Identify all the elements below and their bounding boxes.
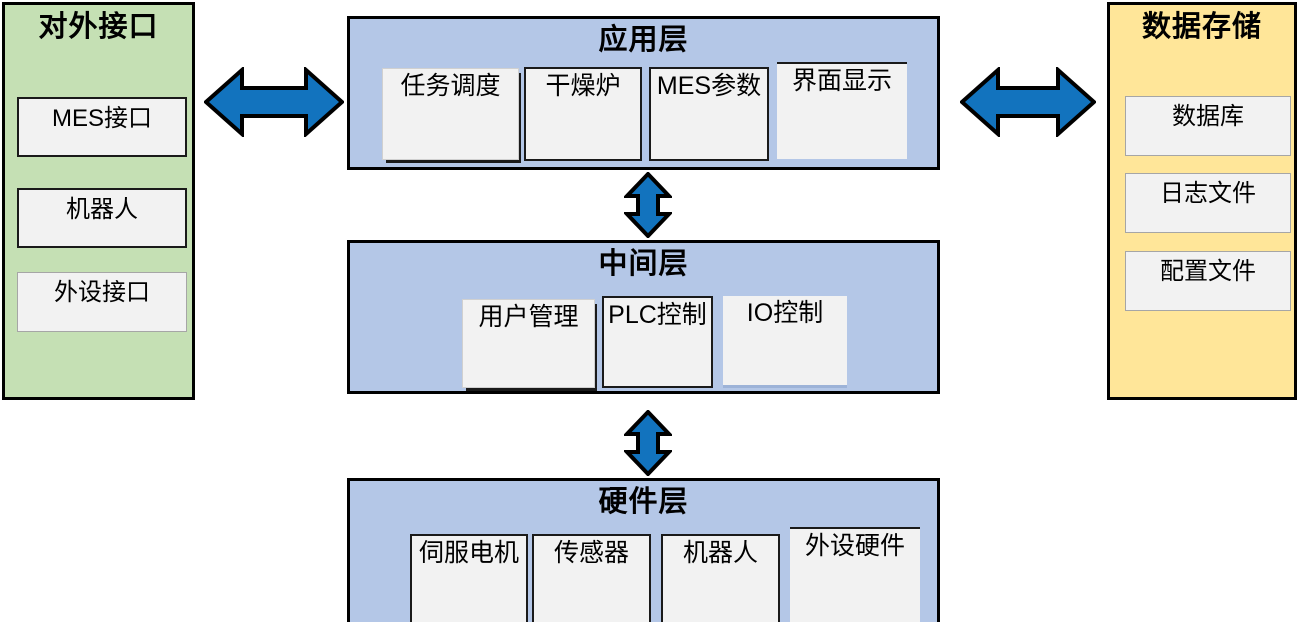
side-item-label: 外设接口	[54, 279, 150, 306]
side-item-config-file[interactable]: 配置文件	[1125, 251, 1291, 311]
side-item-peripheral-interface[interactable]: 外设接口	[17, 272, 187, 332]
arrow-middle-to-hardware	[624, 410, 672, 476]
module-ui-display[interactable]: 界面显示	[777, 64, 907, 159]
hardware-layer-panel: 硬件层 伺服电机 传感器 机器人 外设硬件	[347, 478, 940, 622]
middle-layer-title: 中间层	[598, 248, 689, 280]
data-storage-panel: 数据存储 数据库 日志文件 配置文件	[1107, 2, 1297, 400]
module-robot[interactable]: 机器人	[661, 534, 780, 622]
module-io-control[interactable]: IO控制	[723, 296, 847, 385]
side-item-database[interactable]: 数据库	[1125, 96, 1291, 156]
side-item-label: MES接口	[51, 105, 152, 132]
arrow-application-to-middle	[624, 172, 672, 238]
application-layer-panel: 应用层 任务调度 干燥炉 MES参数 界面显示	[347, 16, 940, 170]
side-item-robot[interactable]: 机器人	[17, 188, 187, 248]
module-label: 界面显示	[791, 67, 892, 95]
module-label: 用户管理	[478, 303, 579, 331]
module-peripheral-hardware[interactable]: 外设硬件	[790, 529, 920, 622]
external-interface-panel: 对外接口 MES接口 机器人 外设接口	[2, 2, 195, 400]
side-item-label: 日志文件	[1160, 180, 1256, 207]
arrow-application-to-data-storage	[960, 67, 1096, 137]
module-plc-control[interactable]: PLC控制	[602, 296, 713, 388]
module-sensor[interactable]: 传感器	[532, 534, 651, 622]
data-storage-panel-title: 数据存储	[1141, 11, 1262, 43]
module-label: 干燥炉	[545, 72, 621, 100]
arrow-external-to-application	[204, 67, 344, 137]
module-label: IO控制	[746, 299, 824, 327]
side-item-label: 数据库	[1172, 103, 1244, 130]
module-label: MES参数	[656, 72, 762, 100]
module-label: 外设硬件	[804, 532, 905, 560]
module-label: 传感器	[553, 539, 629, 567]
module-task-scheduling[interactable]: 任务调度	[382, 68, 519, 160]
module-label: 机器人	[682, 539, 758, 567]
side-item-label: 配置文件	[1160, 258, 1256, 285]
module-servo-motor[interactable]: 伺服电机	[410, 534, 528, 622]
external-interface-panel-title: 对外接口	[38, 11, 159, 43]
side-item-label: 机器人	[66, 196, 138, 223]
hardware-layer-title: 硬件层	[598, 486, 689, 518]
middle-layer-panel: 中间层 用户管理 PLC控制 IO控制	[347, 240, 940, 394]
side-item-mes-interface[interactable]: MES接口	[17, 97, 187, 157]
module-label: 伺服电机	[418, 539, 519, 567]
module-mes-parameters[interactable]: MES参数	[649, 67, 769, 161]
module-label: PLC控制	[608, 301, 707, 329]
module-label: 任务调度	[400, 72, 501, 100]
application-layer-title: 应用层	[598, 24, 689, 56]
module-user-management[interactable]: 用户管理	[462, 299, 595, 388]
module-drying-furnace[interactable]: 干燥炉	[524, 67, 642, 161]
side-item-log-file[interactable]: 日志文件	[1125, 173, 1291, 233]
